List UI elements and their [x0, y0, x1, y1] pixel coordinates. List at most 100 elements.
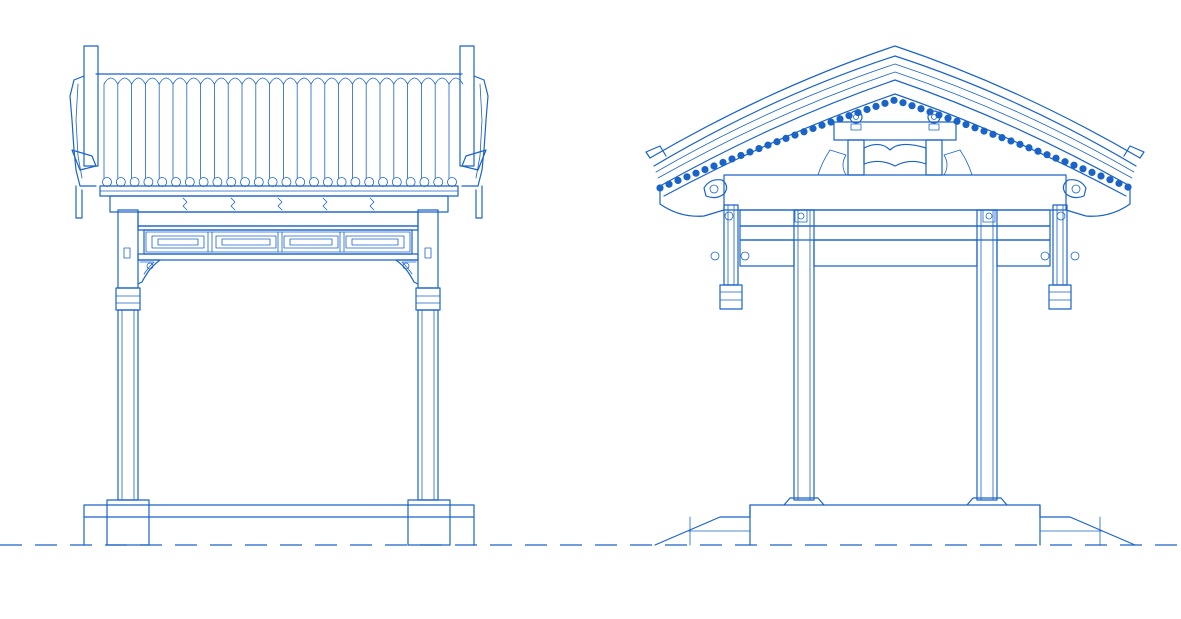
eave-tile-scallop: [1061, 158, 1069, 166]
eave-tile-scallop: [1097, 172, 1105, 180]
eave-tile-scallop: [962, 120, 970, 129]
eave-tile-scallop: [764, 141, 772, 149]
eave-tile-end: [309, 177, 319, 187]
side-column-left: [783, 209, 825, 506]
roof-tile-row: [145, 77, 160, 179]
side-base: [654, 504, 1136, 546]
roof-tile-row: [200, 77, 215, 179]
eave-tile-scallop: [1007, 137, 1015, 145]
roof-tile-row: [172, 77, 188, 179]
roof-tile-row: [131, 77, 146, 179]
eave-tile-end: [267, 177, 278, 187]
eave-tile-scallop: [746, 148, 754, 156]
eave-tile-scallop: [737, 151, 745, 160]
roof-tile-row: [269, 77, 284, 179]
eave-tile-scallop: [971, 124, 979, 132]
roof-tile-row: [365, 77, 381, 179]
eave-tile-end: [240, 177, 250, 187]
eave-tile-scallop: [899, 99, 907, 107]
roof-tile-row: [227, 77, 243, 179]
roof-tile-row: [283, 77, 298, 179]
eave-tile-scallop: [827, 118, 835, 126]
eave-tile-scallop: [1043, 151, 1051, 159]
roof-tile-row: [296, 77, 312, 179]
roof-tile-row: [421, 77, 436, 179]
side-eave-brackets: [703, 179, 1087, 199]
side-column-right: [966, 209, 1008, 506]
eave-tile-end: [143, 177, 154, 187]
side-roof: [645, 45, 1145, 217]
eave-tile-scallop: [656, 184, 664, 192]
roof-tile-row: [103, 77, 119, 179]
roof-tile-row: [214, 77, 229, 179]
side-beam-brackets: [794, 209, 996, 223]
eave-tile-end: [391, 177, 402, 187]
front-corner-brackets: [137, 259, 419, 285]
eave-tile-end: [322, 177, 333, 187]
roof-tile-row: [158, 77, 174, 179]
eave-tile-scallop: [935, 111, 943, 119]
eave-tile-scallop: [728, 155, 736, 163]
front-eave-tile-ends: [102, 177, 457, 187]
roof-tile-row: [352, 77, 367, 179]
eave-tile-scallop: [944, 114, 952, 122]
front-frieze: [99, 185, 459, 213]
front-roof-tiles: [103, 77, 464, 179]
eave-tile-scallop: [755, 144, 763, 153]
eave-tile-scallop: [1079, 165, 1087, 173]
front-roof-outline: [69, 45, 489, 219]
eave-tile-scallop: [683, 173, 691, 181]
eave-tile-scallop: [836, 115, 844, 123]
eave-tile-scallop: [980, 127, 988, 135]
front-elevation: [69, 45, 489, 546]
eave-tile-end: [405, 177, 416, 187]
eave-tile-end: [253, 177, 264, 187]
eave-tile-scallop: [917, 105, 925, 113]
eave-tile-end: [184, 177, 195, 187]
front-column-left: [115, 209, 141, 501]
eave-tile-end: [350, 177, 361, 187]
eave-tile-scallop: [863, 105, 871, 114]
eave-tile-scallop: [881, 99, 889, 107]
eave-tile-scallop: [1124, 183, 1132, 191]
eave-tile-scallop: [1034, 147, 1042, 155]
roof-tile-row: [448, 77, 464, 179]
roof-tile-row: [241, 77, 257, 179]
eave-tile-end: [447, 177, 457, 187]
eave-tile-scallop: [1025, 144, 1033, 152]
roof-tile-row: [117, 77, 132, 179]
eave-tile-scallop: [845, 112, 853, 120]
eave-tile-end: [226, 177, 237, 187]
eave-tile-scallop: [1070, 161, 1078, 169]
roof-tile-row: [310, 77, 326, 179]
eave-tile-end: [102, 177, 112, 187]
eave-tile-scallop: [1052, 154, 1060, 162]
eave-tile-scallop: [998, 134, 1006, 142]
eave-tile-scallop: [872, 102, 880, 110]
eave-tile-scallop: [665, 180, 673, 188]
front-base: [83, 499, 475, 546]
roof-tile-row: [393, 77, 408, 179]
eave-tile-scallop: [1106, 176, 1114, 184]
side-eave-tile-band: [656, 96, 1132, 192]
eave-tile-scallop: [674, 176, 682, 185]
eave-tile-scallop: [854, 108, 862, 117]
eave-tile-scallop: [1016, 140, 1024, 148]
eave-tile-scallop: [926, 108, 934, 116]
eave-tile-scallop: [773, 138, 781, 146]
eave-tile-scallop: [800, 128, 808, 136]
eave-tile-end: [378, 177, 388, 187]
eave-tile-end: [157, 177, 168, 187]
eave-tile-end: [212, 177, 223, 187]
eave-tile-end: [433, 177, 444, 187]
eave-tile-scallop: [692, 169, 700, 177]
roof-tile-row: [338, 77, 353, 179]
eave-tile-scallop: [782, 134, 790, 142]
side-hanging-post-left: [710, 204, 750, 310]
eave-tile-scallop: [908, 102, 916, 110]
roof-tile-row: [255, 77, 270, 179]
eave-tile-scallop: [989, 130, 997, 138]
eave-tile-end: [336, 177, 347, 187]
eave-tile-end: [419, 177, 430, 187]
side-hanging-post-right: [1040, 204, 1080, 310]
